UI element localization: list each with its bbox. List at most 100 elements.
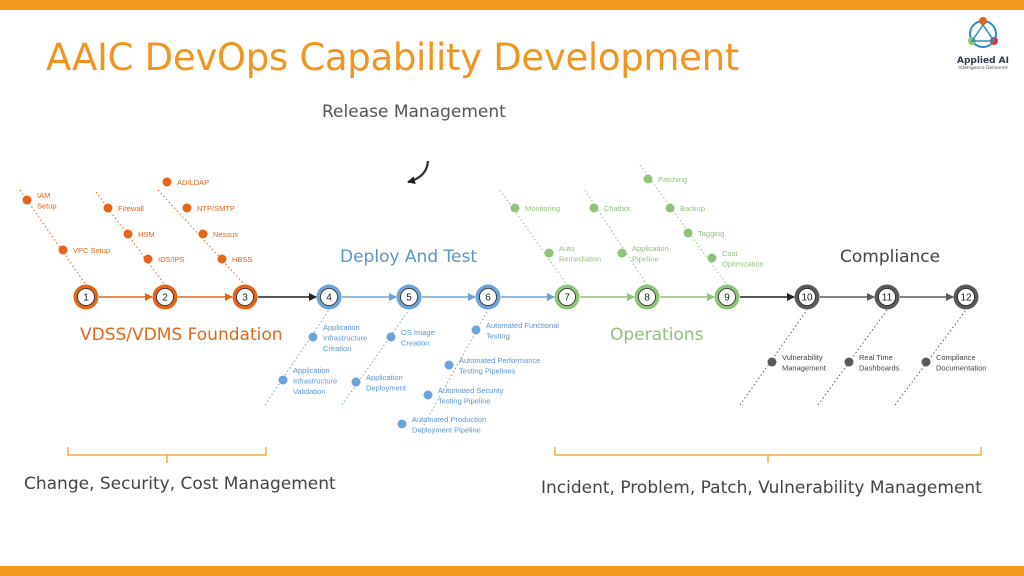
step-node-1: 1 <box>73 284 99 310</box>
guide-line <box>639 164 728 286</box>
step-node-10: 10 <box>794 284 820 310</box>
release-arrow-icon <box>407 160 430 185</box>
guide-line <box>341 309 410 406</box>
capability-item-label: VPC Setup <box>73 246 110 255</box>
capability-item-label: Tagging <box>698 229 724 238</box>
capability-item-label: AD/LDAP <box>177 178 209 187</box>
step-node-8: 8 <box>634 284 660 310</box>
step-number: 7 <box>564 293 570 304</box>
capability-item: NTP/SMTP <box>182 203 235 213</box>
step-number: 4 <box>326 293 332 304</box>
bracket-left <box>67 447 267 463</box>
capability-item: Nessus <box>198 229 238 239</box>
capability-item: Monitoring <box>510 203 560 213</box>
capability-item: IDS/IPS <box>143 254 185 264</box>
capability-item: Chatbot <box>589 203 631 213</box>
phase-label-operations: Operations <box>610 325 704 345</box>
capability-item-label: HSM <box>138 230 155 239</box>
step-node-4: 4 <box>316 284 342 310</box>
capability-item: HSM <box>123 229 155 239</box>
step-number: 1 <box>83 293 89 304</box>
capability-item-label: HBSS <box>232 255 252 264</box>
capability-item: HBSS <box>217 254 252 264</box>
capability-item: Tagging <box>683 228 724 238</box>
capability-item: AD/LDAP <box>162 177 209 187</box>
step-number: 12 <box>960 293 972 304</box>
guide-line <box>95 191 166 286</box>
guide-line <box>584 189 648 286</box>
capability-item-label: Backup <box>680 204 705 213</box>
bottom-label-left: Change, Security, Cost Management <box>24 474 336 494</box>
capability-item-label: Nessus <box>213 230 238 239</box>
capability-item: VPC Setup <box>58 245 110 255</box>
phase-label-foundation: VDSS/VDMS Foundation <box>80 325 283 345</box>
phase-label-deploy-test: Deploy And Test <box>340 247 478 267</box>
step-number: 5 <box>406 293 412 304</box>
logo-name: Applied AI <box>956 56 1009 66</box>
step-number: 11 <box>882 293 893 304</box>
step-number: 3 <box>242 293 248 304</box>
bracket-right <box>554 447 982 463</box>
step-node-6: 6 <box>475 284 501 310</box>
step-number: 8 <box>644 293 650 304</box>
step-node-12: 12 <box>953 284 979 310</box>
phase-label-compliance: Compliance <box>840 247 941 267</box>
step-node-3: 3 <box>232 284 258 310</box>
step-node-7: 7 <box>554 284 580 310</box>
guide-line <box>19 189 87 286</box>
step-node-9: 9 <box>714 284 740 310</box>
capability-item-label: Chatbot <box>604 204 631 213</box>
top-accent-bar <box>0 0 1024 10</box>
page-title: AAIC DevOps Capability Development <box>46 36 739 79</box>
capability-item: Patching <box>643 174 687 184</box>
step-number: 10 <box>801 293 813 304</box>
release-management-label: Release Management <box>322 102 506 122</box>
capability-item-label: Firewall <box>118 204 144 213</box>
applied-ai-logo-icon <box>968 17 998 48</box>
step-number: 2 <box>162 293 168 304</box>
guide-line <box>264 309 330 406</box>
step-node-11: 11 <box>874 284 900 310</box>
step-node-2: 2 <box>152 284 178 310</box>
capability-item-label: IDS/IPS <box>158 255 185 264</box>
capability-item: Firewall <box>103 203 144 213</box>
bottom-accent-bar <box>0 566 1024 576</box>
guide-line <box>739 309 808 406</box>
capability-item-label: NTP/SMTP <box>197 204 235 213</box>
capability-item: Backup <box>665 203 705 213</box>
step-number: 6 <box>485 293 491 304</box>
guide-line <box>499 189 568 286</box>
capability-item-label: Patching <box>658 175 687 184</box>
logo-tagline: Intelligence Delivered <box>958 66 1008 71</box>
